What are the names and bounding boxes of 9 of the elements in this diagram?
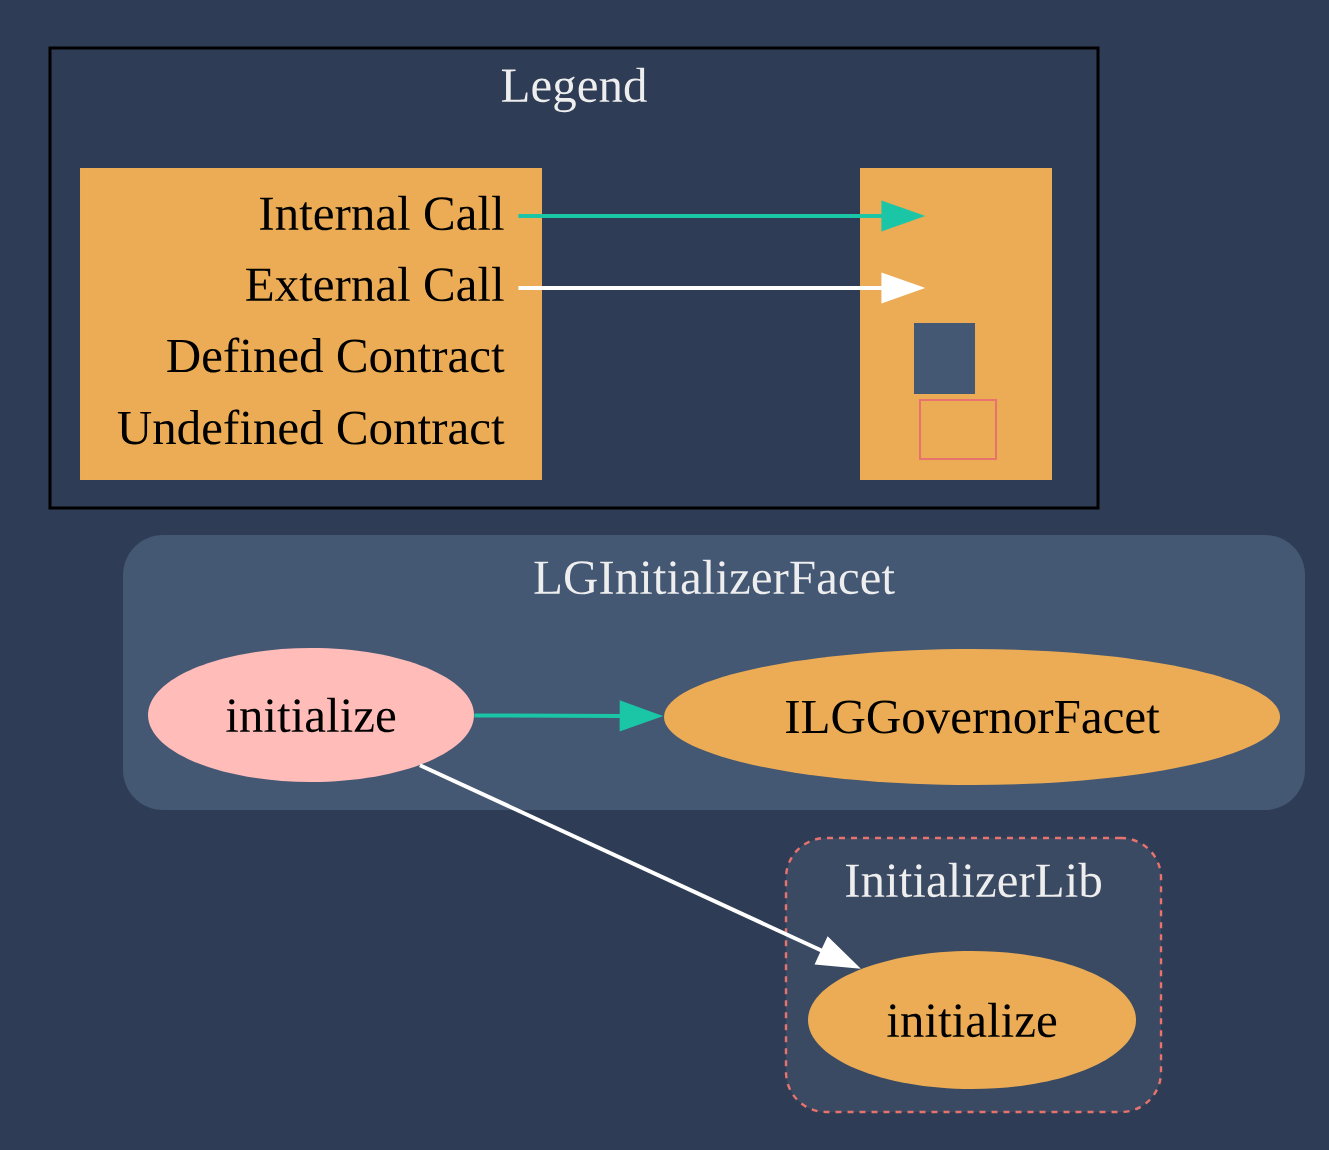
cluster-title: LGInitializerFacet — [534, 559, 895, 595]
node-label: Defined Contract — [167, 337, 505, 373]
cluster-title: InitializerLib — [846, 862, 1101, 898]
node-label: External Call — [246, 266, 504, 302]
cluster-title: Legend — [501, 67, 647, 113]
node-label: Undefined Contract — [117, 409, 505, 445]
contract-swatch — [914, 323, 975, 394]
contract-swatch — [919, 399, 997, 460]
node-label: Internal Call — [260, 195, 504, 231]
